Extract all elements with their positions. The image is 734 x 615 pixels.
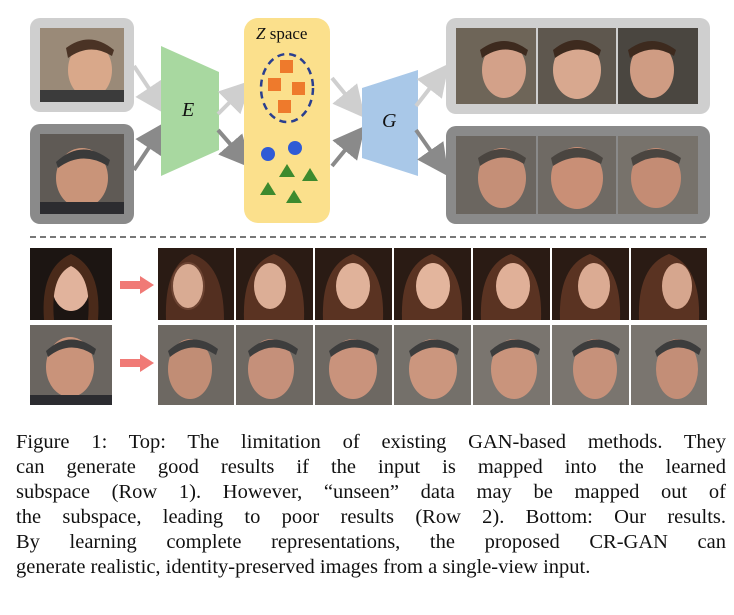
result-row2-view6	[552, 325, 629, 405]
result-row2-view2	[236, 325, 313, 405]
z-space-box	[244, 18, 330, 223]
encoder-label: E	[182, 99, 195, 121]
caption-line: Figure 1: Top: The limitation of existin…	[16, 431, 726, 453]
face-photo-icon	[40, 134, 124, 214]
output-face-row2-c	[618, 136, 698, 214]
row2-right-arrow-icon	[120, 354, 154, 372]
face-photo-icon	[236, 325, 313, 405]
result-row1-view5	[473, 248, 550, 320]
output-face-row1-c	[618, 28, 698, 104]
caption-line: subspace (Row 1). However, “unseen” data…	[16, 481, 726, 503]
z-space-word: space	[265, 24, 308, 43]
face-photo-icon	[394, 325, 471, 405]
generator-to-output-arrows	[414, 63, 449, 177]
generator-label: G	[382, 110, 397, 132]
face-photo-icon	[618, 28, 698, 104]
input-face-row2-image	[40, 134, 124, 214]
face-photo-icon	[394, 248, 471, 320]
caption-line: the subspace, leading to poor results (R…	[16, 506, 726, 528]
encoder-to-z-arrows	[216, 80, 252, 169]
z-space-title: Z space	[256, 24, 307, 44]
square-marker	[292, 82, 305, 95]
face-photo-icon	[456, 136, 536, 214]
output-face-row1-b	[538, 28, 616, 104]
encoder-block	[161, 46, 219, 176]
face-photo-icon	[236, 248, 313, 320]
caption-line: By learning complete representations, th…	[16, 531, 726, 553]
result-input-row2-image	[30, 325, 112, 405]
result-row2-view4	[394, 325, 471, 405]
triangle-marker	[260, 182, 276, 195]
row1-right-arrow-icon	[120, 276, 154, 294]
top-bottom-divider	[30, 236, 706, 238]
triangle-marker	[286, 190, 302, 203]
face-photo-icon	[631, 248, 707, 320]
result-row1-view2	[236, 248, 313, 320]
caption-line: can generate good results if the input i…	[16, 456, 726, 478]
result-row2-view7	[631, 325, 707, 405]
square-marker	[280, 60, 293, 73]
figure-caption: Figure 1: Top: The limitation of existin…	[16, 430, 726, 580]
face-photo-icon	[538, 28, 616, 104]
output-face-row2-a	[456, 136, 536, 214]
face-photo-icon	[315, 248, 392, 320]
z-space-italic-z: Z	[256, 24, 266, 43]
face-photo-icon	[40, 28, 124, 102]
triangle-marker	[279, 164, 295, 177]
face-photo-icon	[618, 136, 698, 214]
face-photo-icon	[30, 248, 112, 320]
result-row1-view7	[631, 248, 707, 320]
output-face-row2-b	[538, 136, 616, 214]
input-face-row1-image	[40, 28, 124, 102]
result-input-row1-image	[30, 248, 112, 320]
learned-subspace-ellipse	[259, 52, 315, 124]
result-row1-view3	[315, 248, 392, 320]
face-photo-icon	[456, 28, 536, 104]
result-row2-view5	[473, 325, 550, 405]
z-space-markers	[259, 52, 318, 203]
circle-marker	[261, 147, 275, 161]
face-photo-icon	[473, 248, 550, 320]
face-photo-icon	[158, 248, 234, 320]
face-photo-icon	[538, 136, 616, 214]
result-row2-view1	[158, 325, 234, 405]
caption-line: generate realistic, identity-preserved i…	[16, 556, 591, 578]
square-marker	[268, 78, 281, 91]
output-face-row1-a	[456, 28, 536, 104]
circle-marker	[288, 141, 302, 155]
result-row1-view4	[394, 248, 471, 320]
generator-block	[362, 70, 418, 176]
result-row2-view3	[315, 325, 392, 405]
square-marker	[278, 100, 291, 113]
z-to-generator-arrows	[330, 76, 366, 168]
face-photo-icon	[552, 248, 629, 320]
triangle-marker	[302, 168, 318, 181]
face-photo-icon	[631, 325, 707, 405]
face-photo-icon	[552, 325, 629, 405]
result-row1-view1	[158, 248, 234, 320]
input-to-encoder-arrows	[132, 64, 167, 172]
face-photo-icon	[158, 325, 234, 405]
face-photo-icon	[315, 325, 392, 405]
face-photo-icon	[30, 325, 112, 405]
result-row1-view6	[552, 248, 629, 320]
face-photo-icon	[473, 325, 550, 405]
